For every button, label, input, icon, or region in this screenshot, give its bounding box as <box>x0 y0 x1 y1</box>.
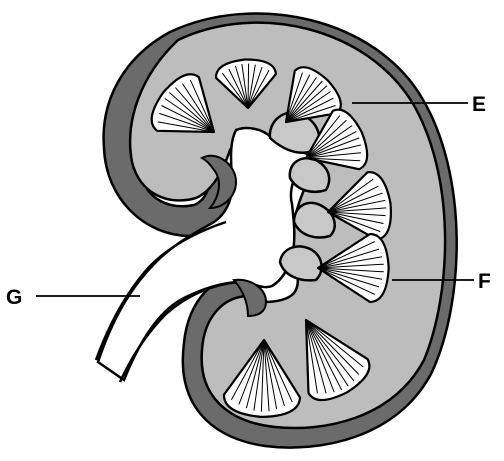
label-f: F <box>478 270 491 293</box>
label-g: G <box>6 286 22 309</box>
pyramid-stripe <box>248 64 249 108</box>
label-e: E <box>472 93 486 116</box>
